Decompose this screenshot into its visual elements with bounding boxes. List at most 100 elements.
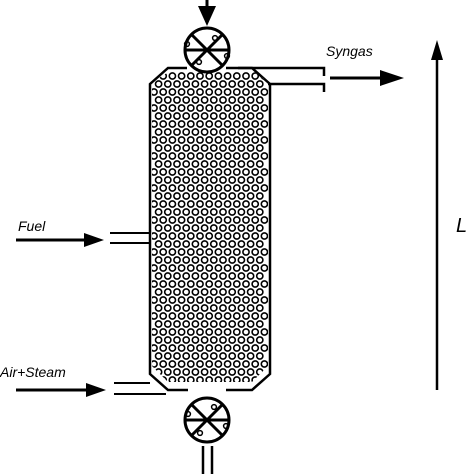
- bed-particle: [182, 224, 191, 232]
- bed-particle: [205, 104, 214, 112]
- bed-particle: [237, 320, 246, 328]
- bed-particle: [228, 240, 237, 248]
- bed-particle: [152, 184, 158, 192]
- bed-particle: [168, 152, 177, 160]
- bed-particle: [209, 288, 218, 296]
- bed-particle: [163, 176, 172, 184]
- bed-particle: [182, 320, 191, 328]
- bed-particle: [242, 296, 250, 304]
- bed-particle: [159, 328, 168, 336]
- bed-particle: [196, 344, 204, 352]
- bed-particle: [177, 104, 186, 112]
- bed-particle: [205, 232, 214, 240]
- bed-particle: [182, 80, 191, 88]
- bed-particle: [251, 312, 260, 320]
- bed-particle: [196, 168, 204, 176]
- bed-particle: [159, 264, 168, 272]
- bed-particle: [177, 168, 186, 176]
- bed-particle: [228, 208, 237, 216]
- bed-particle: [182, 144, 191, 152]
- bed-particle: [200, 224, 209, 232]
- bed-particle: [228, 304, 237, 312]
- bed-particle: [196, 248, 204, 256]
- bed-particle: [260, 280, 268, 288]
- bed-particle: [177, 280, 186, 288]
- bed-particle: [205, 72, 214, 80]
- bed-particle: [177, 344, 186, 352]
- bed-particle: [168, 104, 177, 112]
- bed-particle: [163, 368, 172, 376]
- bed-particle: [251, 232, 260, 240]
- bed-particle: [200, 112, 209, 120]
- bed-particle: [242, 168, 250, 176]
- bed-particle: [200, 176, 209, 184]
- bed-particle: [200, 320, 209, 328]
- bed-particle: [196, 328, 204, 336]
- bed-particle: [232, 72, 241, 80]
- bed-particle: [191, 160, 200, 168]
- bed-particle: [255, 144, 264, 152]
- bed-particle: [209, 320, 218, 328]
- bottom-rotary-valve: [183, 396, 231, 444]
- bed-particle: [205, 136, 214, 144]
- bed-particle: [255, 240, 264, 248]
- bed-particle: [251, 360, 260, 368]
- bed-particle: [186, 184, 195, 192]
- bed-particle: [177, 120, 186, 128]
- bed-particle: [246, 224, 255, 232]
- bed-particle: [152, 232, 158, 240]
- bed-particle: [214, 120, 223, 128]
- bed-particle: [232, 232, 241, 240]
- bed-particle: [196, 296, 204, 304]
- bed-particle: [177, 184, 186, 192]
- bed-particle: [154, 208, 163, 216]
- bed-particle: [209, 336, 218, 344]
- bed-particle: [237, 96, 246, 104]
- bed-particle: [209, 144, 218, 152]
- bed-particle: [191, 368, 200, 376]
- bed-particle: [154, 304, 163, 312]
- bed-particle: [255, 352, 264, 360]
- bed-particle: [214, 136, 223, 144]
- bed-particle: [205, 296, 214, 304]
- bed-particle: [168, 88, 177, 96]
- bed-particle: [260, 104, 268, 112]
- bed-particle: [246, 272, 255, 280]
- bed-particle: [173, 336, 181, 344]
- bed-particle: [260, 312, 268, 320]
- bed-particle: [246, 128, 255, 136]
- bed-particle: [152, 120, 158, 128]
- bed-particle: [232, 104, 241, 112]
- bed-particle: [228, 112, 237, 120]
- bed-particle: [219, 256, 227, 264]
- bed-particle: [191, 288, 200, 296]
- bed-particle: [223, 344, 232, 352]
- bed-particle: [246, 192, 255, 200]
- bed-particle: [177, 216, 186, 224]
- bed-particle: [237, 208, 246, 216]
- bed-particle: [154, 352, 163, 360]
- bed-particle: [242, 344, 250, 352]
- bed-particle: [177, 264, 186, 272]
- bed-particle: [251, 72, 260, 80]
- bed-particle: [205, 328, 214, 336]
- bed-particle: [242, 376, 250, 382]
- bed-particle: [173, 144, 181, 152]
- bed-particle: [237, 112, 246, 120]
- air-steam-label: Air+Steam: [0, 364, 66, 380]
- bed-particle: [232, 120, 241, 128]
- bed-particle: [223, 312, 232, 320]
- bed-particle: [251, 264, 260, 272]
- bed-particle: [173, 304, 181, 312]
- bed-particle: [182, 192, 191, 200]
- fuel-inlet-pipe: [110, 232, 150, 244]
- bed-particle: [228, 336, 237, 344]
- bed-particle: [152, 168, 158, 176]
- bed-particle: [200, 192, 209, 200]
- bed-particle: [223, 232, 232, 240]
- bed-particle: [232, 168, 241, 176]
- bed-particle: [251, 280, 260, 288]
- bed-particle: [196, 72, 204, 80]
- bed-particle: [159, 296, 168, 304]
- bed-particle: [152, 136, 158, 144]
